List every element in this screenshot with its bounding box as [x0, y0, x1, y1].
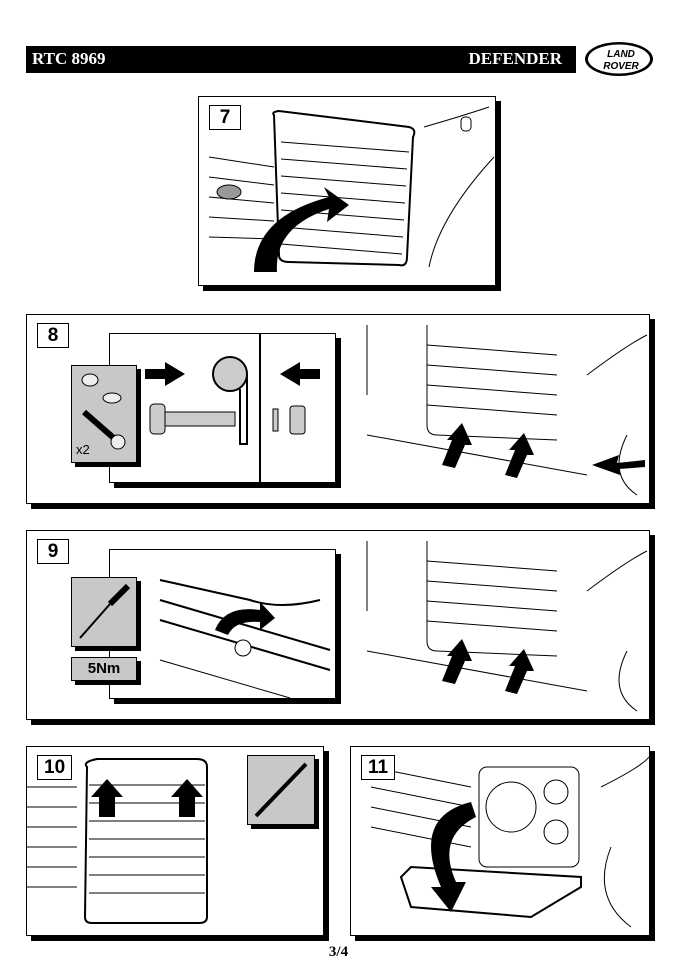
up-arrow-icon [442, 423, 472, 468]
step-9-panel: 9 5Nm [26, 530, 650, 720]
grille-illustration [208, 106, 495, 272]
page-number: 3/4 [328, 944, 349, 960]
grille-tray-illustration [370, 756, 649, 928]
right-arrow-icon [145, 362, 185, 386]
bolt-detail-diagram [109, 333, 336, 483]
step-number: 11 [361, 755, 396, 780]
up-arrow-icon [91, 779, 123, 817]
step-number: 9 [37, 539, 69, 564]
torque-value: 5Nm [71, 657, 137, 681]
step-7-panel: 7 [198, 96, 496, 286]
header-bar: RTC 8969 DEFENDER [26, 46, 576, 73]
curved-arrow-icon [254, 187, 349, 272]
svg-text:LAND: LAND [607, 49, 635, 60]
step-number: 10 [37, 755, 73, 780]
step-number: 8 [37, 323, 69, 348]
fixing-detail-diagram [109, 549, 336, 699]
nut-icon [81, 373, 99, 387]
left-arrow-icon [592, 455, 645, 475]
parts-box: x2 [71, 365, 137, 463]
grille-fitting-illustration [366, 325, 648, 496]
model-name: DEFENDER [468, 49, 562, 68]
step-number: 7 [209, 105, 241, 130]
document-code: RTC 8969 [32, 49, 106, 68]
pencil-icon [254, 762, 308, 818]
left-arrow-icon [280, 362, 320, 386]
land-rover-logo: LAND ROVER [583, 40, 655, 78]
svg-text:ROVER: ROVER [603, 61, 639, 72]
grille-tighten-illustration [366, 541, 648, 712]
grille-marking-illustration [27, 758, 208, 924]
step-10-panel: 10 [26, 746, 324, 936]
step-11-panel: 11 [350, 746, 650, 936]
up-arrow-icon [505, 433, 534, 478]
up-arrow-icon [505, 649, 534, 694]
tool-box [71, 577, 137, 647]
screwdriver-icon [79, 603, 111, 639]
tool-box [247, 755, 315, 825]
up-arrow-icon [171, 779, 203, 817]
parts-quantity: x2 [76, 442, 90, 457]
step-8-panel: 8 x2 [26, 314, 650, 504]
bolt-icon [82, 409, 118, 443]
curved-arrow-icon [215, 602, 275, 635]
curved-down-arrow-icon [431, 802, 476, 912]
washer-icon [102, 392, 122, 404]
up-arrow-icon [442, 639, 472, 684]
